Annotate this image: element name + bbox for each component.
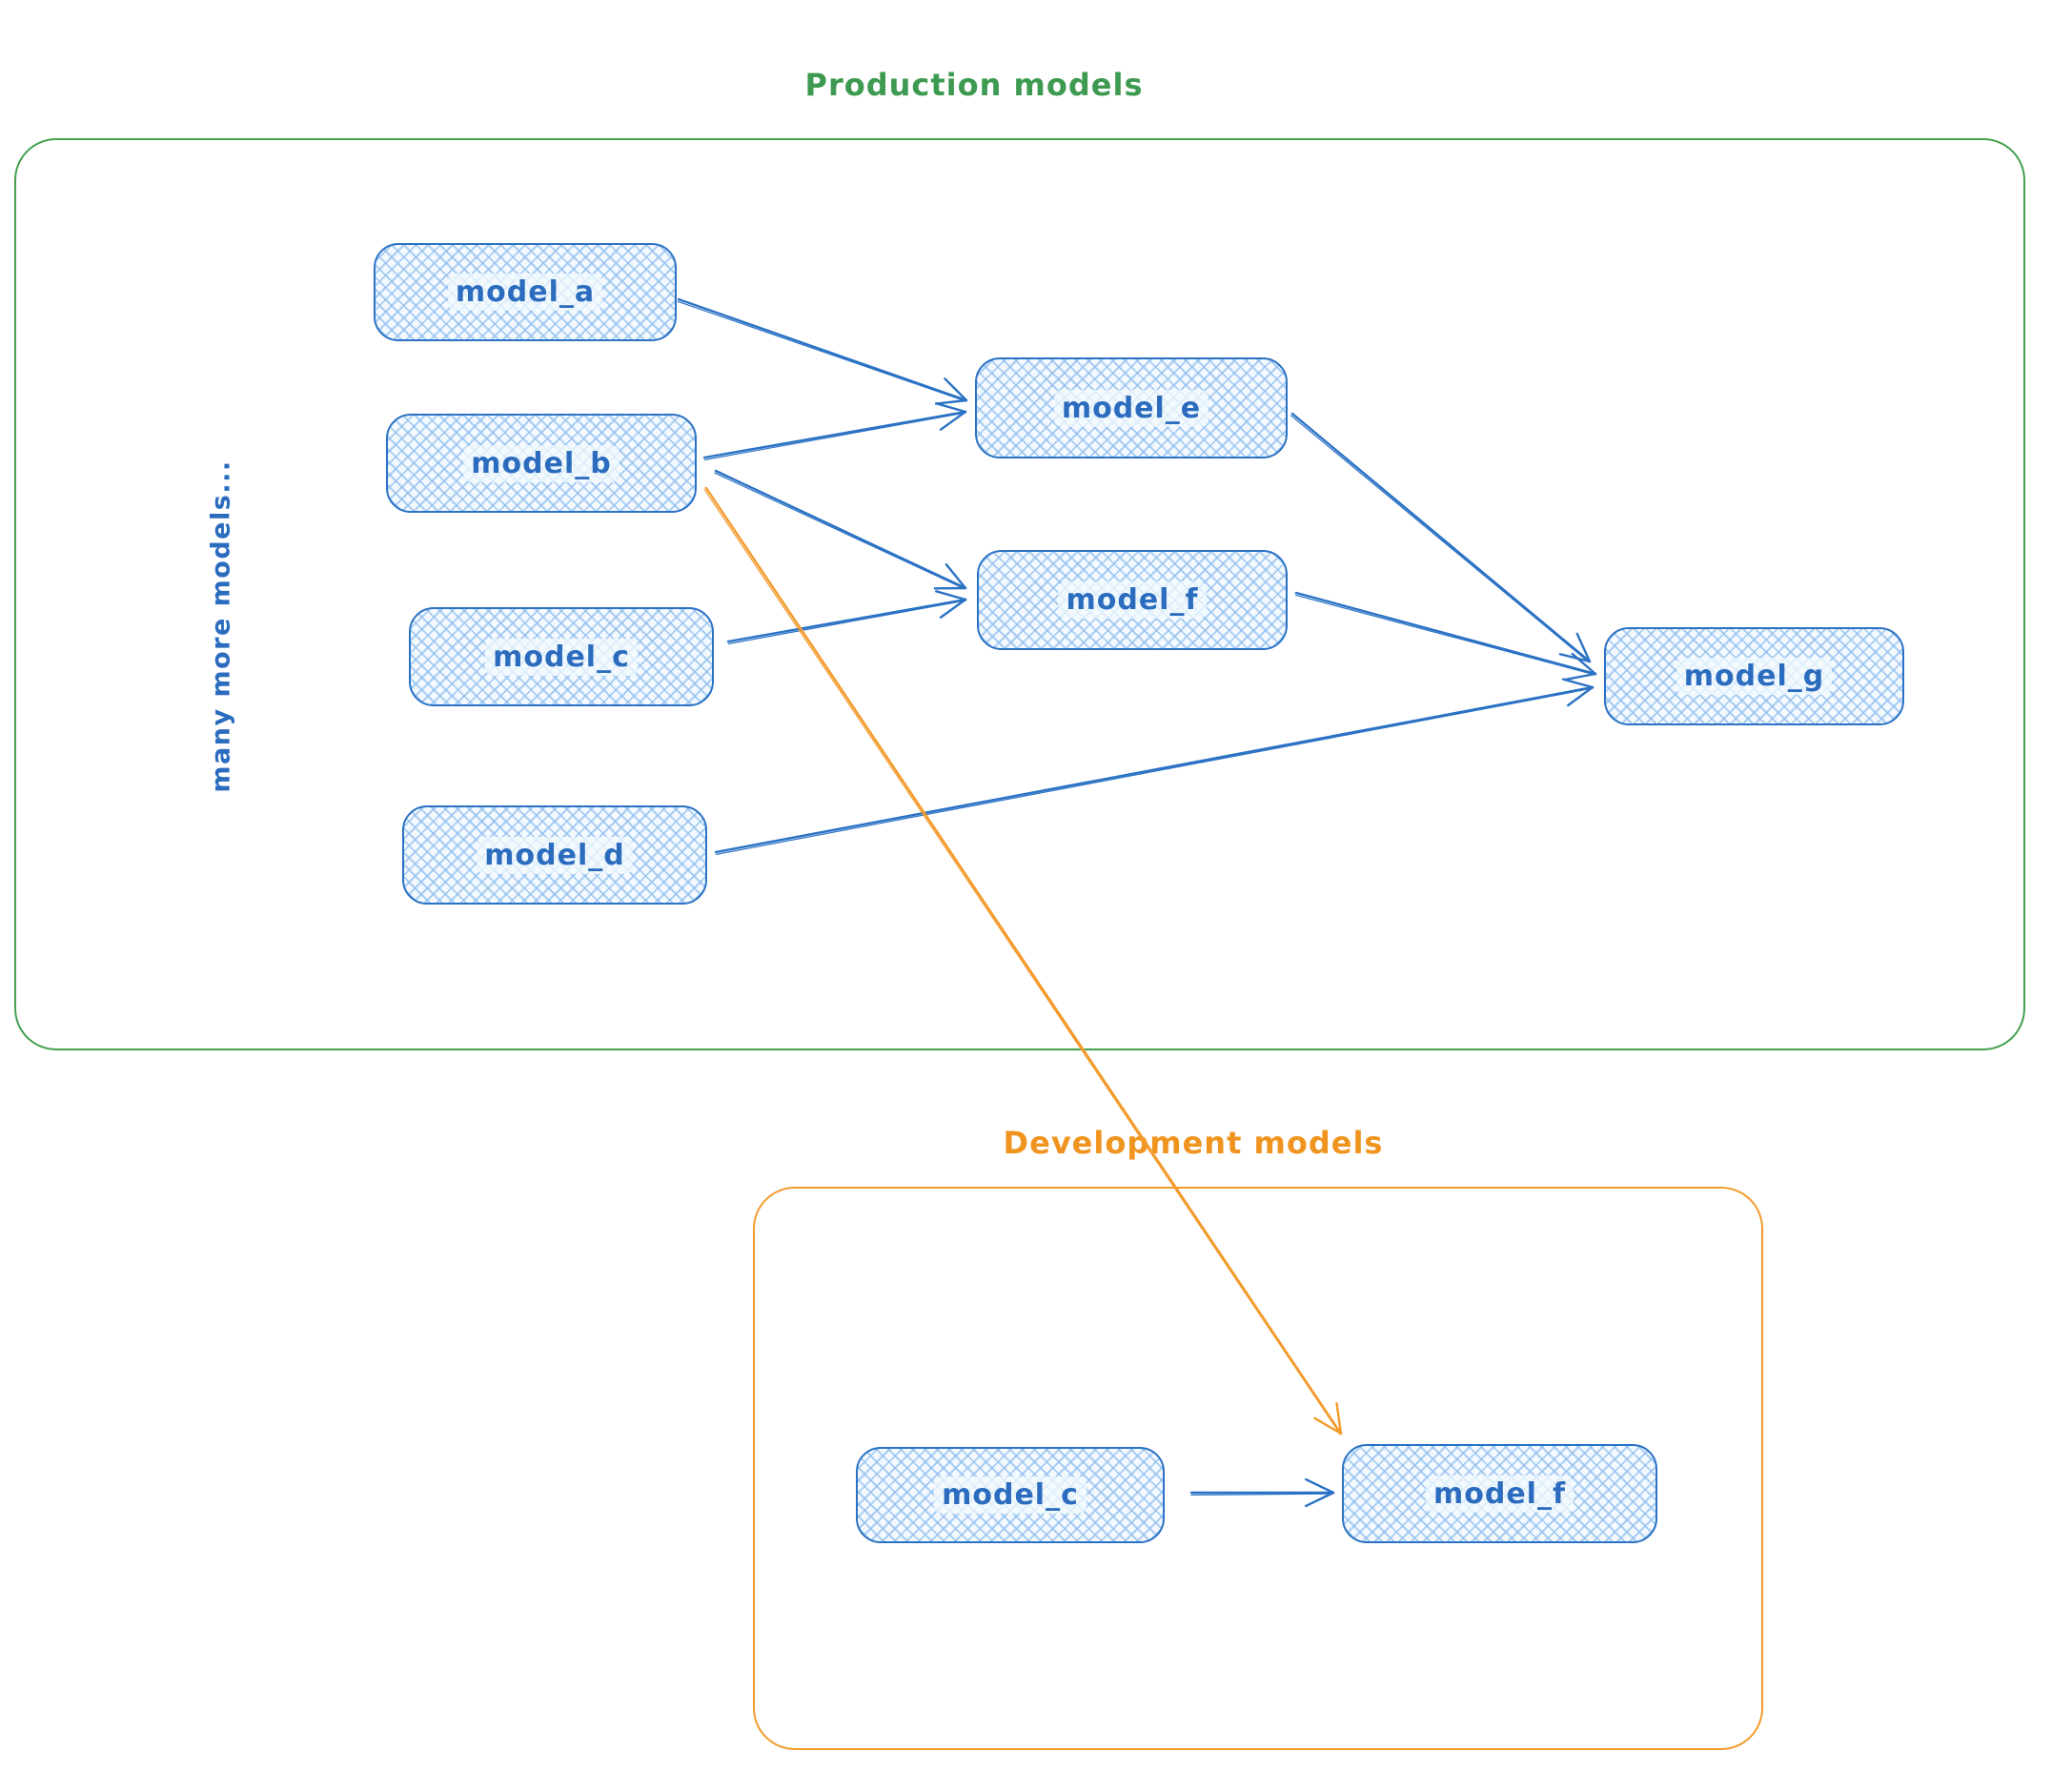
node-model-f-label: model_f — [1058, 581, 1207, 619]
arrow-a-e[interactable] — [677, 297, 968, 405]
arrow-c-f[interactable] — [726, 590, 967, 644]
arrow-b-e[interactable] — [702, 402, 967, 460]
production-frame[interactable] — [14, 138, 2025, 1050]
node-model-c-label: model_c — [485, 638, 638, 676]
arrow-b-devf[interactable] — [703, 486, 1343, 1435]
node-dev-model-f[interactable]: model_f — [1342, 1444, 1657, 1543]
node-model-e-label: model_e — [1053, 389, 1209, 427]
node-model-f[interactable]: model_f — [977, 550, 1288, 650]
arrow-f-g[interactable] — [1294, 591, 1597, 682]
production-frame-title: Production models — [804, 67, 1144, 103]
node-model-b[interactable]: model_b — [386, 414, 697, 513]
development-frame-title: Development models — [1003, 1125, 1384, 1161]
arrow-devc-devf[interactable] — [1189, 1477, 1335, 1508]
arrow-d-g[interactable] — [714, 678, 1595, 855]
arrow-b-f[interactable] — [714, 469, 967, 590]
development-frame[interactable] — [753, 1187, 1763, 1750]
node-model-g[interactable]: model_g — [1604, 627, 1904, 725]
node-model-g-label: model_g — [1676, 658, 1833, 695]
node-dev-model-c-label: model_c — [934, 1476, 1087, 1514]
node-model-e[interactable]: model_e — [975, 357, 1288, 458]
arrow-e-g[interactable] — [1290, 412, 1592, 663]
node-model-a[interactable]: model_a — [374, 243, 677, 341]
node-dev-model-c[interactable]: model_c — [856, 1447, 1165, 1543]
node-model-a-label: model_a — [447, 274, 603, 311]
node-model-c[interactable]: model_c — [409, 607, 714, 706]
node-model-d-label: model_d — [477, 836, 633, 874]
node-dev-model-f-label: model_f — [1425, 1475, 1574, 1513]
node-model-d[interactable]: model_d — [402, 805, 707, 905]
node-model-b-label: model_b — [463, 444, 620, 482]
